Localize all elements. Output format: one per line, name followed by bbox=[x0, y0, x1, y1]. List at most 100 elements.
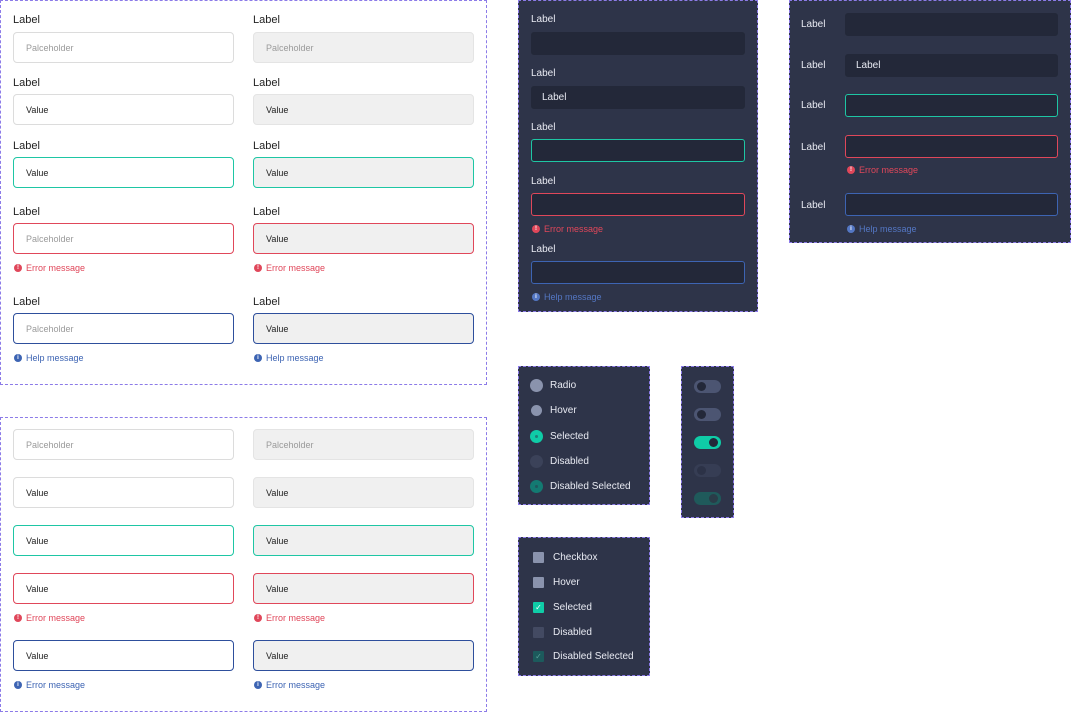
text-input-help-filled[interactable]: Value bbox=[253, 313, 474, 344]
radio-circle bbox=[530, 379, 543, 392]
field-label: Label bbox=[13, 140, 40, 152]
info-icon: i bbox=[532, 293, 540, 301]
text-input-error[interactable]: Value bbox=[13, 573, 234, 604]
toggle-knob bbox=[697, 410, 706, 419]
toggle-disabled bbox=[694, 464, 721, 477]
dark-text-input-error[interactable] bbox=[531, 193, 745, 216]
error-message-text: Error message bbox=[266, 613, 326, 623]
light-form-panel-labeled: Label Palceholder Label Value Label Valu… bbox=[0, 0, 487, 385]
text-input-help-empty[interactable]: Palceholder bbox=[13, 313, 234, 344]
dark-text-input-success[interactable] bbox=[531, 139, 745, 162]
checkbox-disabled: Disabled bbox=[533, 627, 592, 638]
text-input-default-empty[interactable]: Palceholder bbox=[13, 32, 234, 63]
help-message: i Help message bbox=[847, 224, 917, 234]
error-icon: ! bbox=[14, 614, 22, 622]
help-message-text: Help message bbox=[859, 224, 917, 234]
text-input-default-filled[interactable]: Value bbox=[13, 477, 234, 508]
field-label: Label bbox=[531, 122, 556, 133]
toggle-panel bbox=[681, 366, 734, 518]
error-message: ! Error message bbox=[532, 224, 603, 234]
field-label: Label bbox=[801, 100, 826, 111]
info-icon: i bbox=[254, 681, 262, 689]
dark-text-input-empty[interactable] bbox=[845, 13, 1058, 36]
field-label: Label bbox=[13, 14, 40, 26]
text-input-default-empty[interactable]: Palceholder bbox=[13, 429, 234, 460]
radio-label: Hover bbox=[550, 405, 577, 416]
error-message-text: Error message bbox=[26, 613, 86, 623]
text-input-success-filled-bg[interactable]: Value bbox=[253, 525, 474, 556]
text-input-error-filled[interactable]: Value bbox=[253, 573, 474, 604]
field-label: Label bbox=[801, 60, 826, 71]
text-input-disabled-empty: Palceholder bbox=[253, 429, 474, 460]
check-icon: ✓ bbox=[533, 602, 544, 613]
toggle-knob bbox=[697, 382, 706, 391]
text-input-success-filled-bg[interactable]: Value bbox=[253, 157, 474, 188]
checkbox-disabled-selected: ✓ Disabled Selected bbox=[533, 651, 634, 662]
error-icon: ! bbox=[532, 225, 540, 233]
checkbox-label: Disabled Selected bbox=[553, 651, 634, 662]
field-label: Label bbox=[253, 77, 280, 89]
text-input-error-filled[interactable]: Value bbox=[253, 223, 474, 254]
checkbox-panel: Checkbox Hover ✓ Selected Disabled ✓ Dis… bbox=[518, 537, 650, 676]
radio-selected[interactable]: Selected bbox=[530, 430, 589, 443]
dark-text-input-error[interactable] bbox=[845, 135, 1058, 158]
dark-form-panel-stacked: Label Label Label Label Label ! Error me… bbox=[518, 0, 758, 312]
help-message-text: Help message bbox=[544, 292, 602, 302]
error-message-text: Error message bbox=[544, 224, 604, 234]
text-input-default-filled[interactable]: Value bbox=[13, 94, 234, 125]
text-input-disabled-empty: Palceholder bbox=[253, 32, 474, 63]
text-input-error-empty[interactable]: Palceholder bbox=[13, 223, 234, 254]
radio-panel: Radio Hover Selected Disabled Disabled S… bbox=[518, 366, 650, 505]
help-message-text: Error message bbox=[26, 680, 86, 690]
info-icon: i bbox=[14, 681, 22, 689]
error-icon: ! bbox=[254, 264, 262, 272]
help-message-text: Help message bbox=[26, 353, 84, 363]
checkbox-default[interactable]: Checkbox bbox=[533, 552, 597, 563]
toggle-knob bbox=[709, 494, 718, 503]
checkbox-square bbox=[533, 577, 544, 588]
error-message: ! Error message bbox=[847, 165, 918, 175]
dark-text-input-filled[interactable]: Label bbox=[845, 54, 1058, 77]
radio-circle bbox=[530, 455, 543, 468]
toggle-off[interactable] bbox=[694, 380, 721, 393]
field-label: Label bbox=[531, 176, 556, 187]
field-label: Label bbox=[531, 244, 556, 255]
dark-form-panel-inline: Label Label Label Label Label ! Error me… bbox=[789, 0, 1071, 243]
error-icon: ! bbox=[254, 614, 262, 622]
error-message-text: Error message bbox=[26, 263, 86, 273]
radio-label: Disabled bbox=[550, 456, 589, 467]
text-input-help[interactable]: Value bbox=[13, 640, 234, 671]
help-message: i Help message bbox=[532, 292, 602, 302]
field-label: Label bbox=[531, 68, 556, 79]
info-icon: i bbox=[254, 354, 262, 362]
field-label: Label bbox=[13, 206, 40, 218]
field-label: Label bbox=[253, 140, 280, 152]
dark-text-input-filled[interactable]: Label bbox=[531, 86, 745, 109]
checkbox-selected[interactable]: ✓ Selected bbox=[533, 602, 592, 613]
dark-text-input-help[interactable] bbox=[845, 193, 1058, 216]
toggle-on[interactable] bbox=[694, 436, 721, 449]
text-input-success[interactable]: Value bbox=[13, 157, 234, 188]
radio-label: Disabled Selected bbox=[550, 481, 631, 492]
help-message: i Error message bbox=[254, 680, 325, 690]
text-input-success[interactable]: Value bbox=[13, 525, 234, 556]
radio-circle bbox=[531, 405, 542, 416]
radio-hover[interactable]: Hover bbox=[530, 405, 577, 416]
dark-text-input-empty[interactable] bbox=[531, 32, 745, 55]
dark-text-input-success[interactable] bbox=[845, 94, 1058, 117]
error-icon: ! bbox=[14, 264, 22, 272]
help-message-text: Help message bbox=[266, 353, 324, 363]
text-input-disabled-filled: Value bbox=[253, 477, 474, 508]
info-icon: i bbox=[14, 354, 22, 362]
toggle-hover[interactable] bbox=[694, 408, 721, 421]
help-message: i Help message bbox=[254, 353, 324, 363]
radio-default[interactable]: Radio bbox=[530, 379, 576, 392]
checkbox-hover[interactable]: Hover bbox=[533, 577, 580, 588]
toggle-knob bbox=[709, 438, 718, 447]
check-icon: ✓ bbox=[533, 651, 544, 662]
light-form-panel-unlabeled: Palceholder Value Value Value ! Error me… bbox=[0, 417, 487, 712]
radio-label: Selected bbox=[550, 431, 589, 442]
dark-text-input-help[interactable] bbox=[531, 261, 745, 284]
checkbox-label: Hover bbox=[553, 577, 580, 588]
text-input-help-filled[interactable]: Value bbox=[253, 640, 474, 671]
